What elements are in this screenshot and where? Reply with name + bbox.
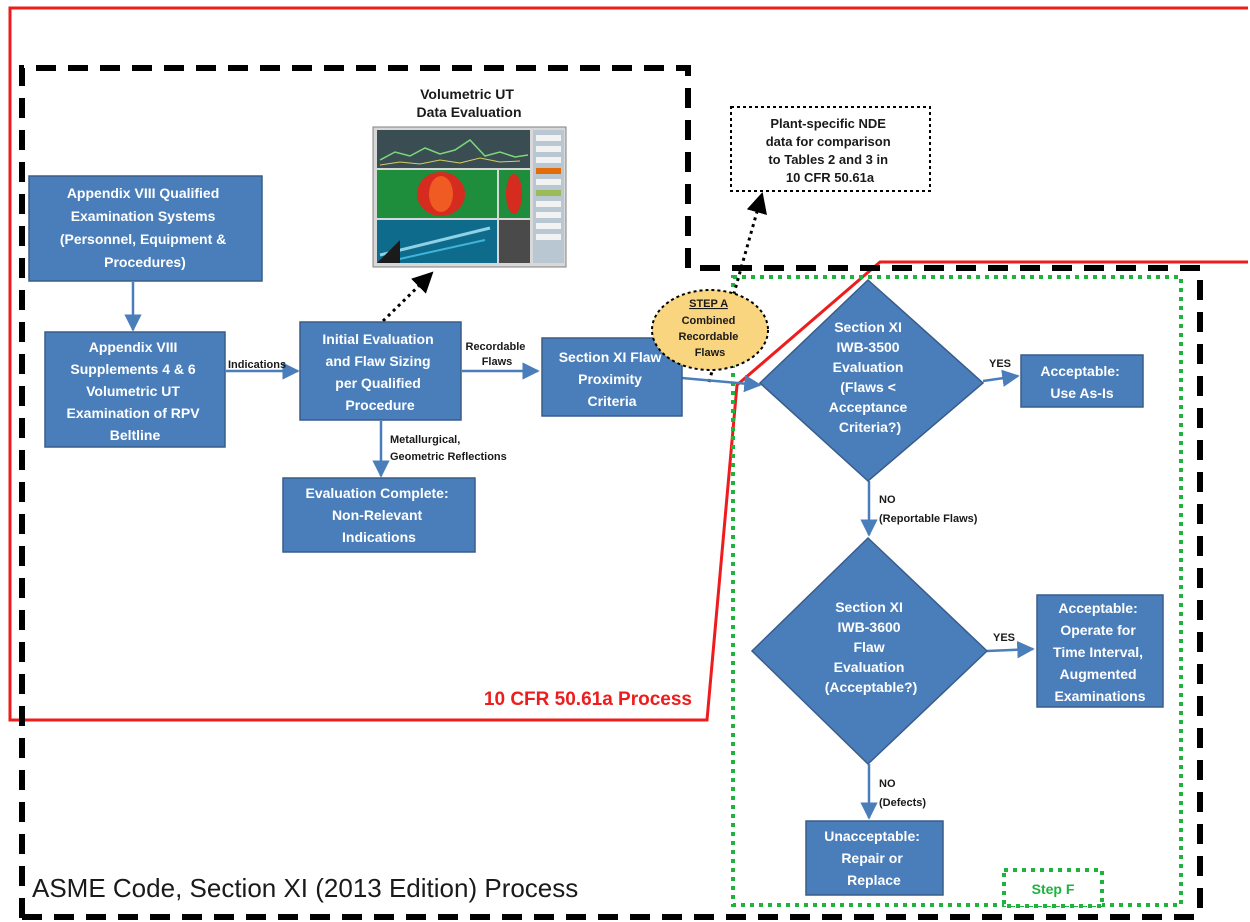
label-yes-2: YES <box>993 632 1015 644</box>
label-yes-1: YES <box>989 358 1011 370</box>
svg-text:Section XI IWB-3600: Section XI IWB-3600 Flaw Evaluation (Acc… <box>825 599 918 695</box>
box-initial-evaluation: Initial Evaluation and Flaw Sizing per Q… <box>299 321 462 421</box>
svg-text:Section XI IWB-3500: Section XI IWB-3500 Evaluation (Flaws < … <box>829 319 911 435</box>
box-acceptable-operate: Acceptable: Operate for Time Interval, A… <box>1036 594 1164 708</box>
nde-note-text: Plant-specific NDE data for comparison t… <box>766 116 895 185</box>
svg-text:Section XI Flaw Proximit: Section XI Flaw Proximity Criteria <box>559 349 666 409</box>
label-indications: Indications <box>228 359 286 371</box>
ut-data-image <box>372 126 567 268</box>
svg-text:Unacceptable: Repair or: Unacceptable: Repair or Replace <box>824 828 924 888</box>
label-recordable-flaws: Recordable Flaws <box>466 341 529 368</box>
cfr-process-boundary <box>8 6 1248 722</box>
diamond-iwb-3600: Section XI IWB-3600 Flaw Evaluation (Acc… <box>750 536 989 766</box>
box-proximity-criteria: Section XI Flaw Proximity Criteria <box>541 337 683 417</box>
step-a-ellipse: STEP A Combined Recordable Flaws <box>651 289 769 371</box>
arrow-proximity-to-iwb3500 <box>681 374 762 393</box>
svg-text:STEP A Combined R: STEP A Combined Recordable Flaws <box>679 298 742 359</box>
label-metallurgical: Metallurgical, Geometric Reflections <box>390 434 507 463</box>
cfr-process-label: 10 CFR 50.61a Process <box>484 689 692 710</box>
asme-process-label: ASME Code, Section XI (2013 Edition) Pro… <box>32 873 578 903</box>
step-f-label-box <box>1002 868 1104 908</box>
box-appendix-viii-supplements: Appendix VIII Supplements 4 & 6 Volumetr… <box>44 331 226 448</box>
svg-text:Initial Evaluation and F: Initial Evaluation and Flaw Sizing per Q… <box>322 331 437 413</box>
diamond-iwb-3500: Section XI IWB-3500 Evaluation (Flaws < … <box>758 278 985 482</box>
asme-process-boundary <box>19 65 1203 918</box>
flow-arrows <box>124 282 1035 820</box>
svg-text:Appendix VIII Qualified: Appendix VIII Qualified Examination Syst… <box>60 185 230 270</box>
dotted-arrow-to-ut-image <box>381 271 434 323</box>
box-acceptable-use-as-is: Acceptable: Use As-Is <box>1020 354 1144 408</box>
nde-note-box <box>730 106 931 192</box>
box-evaluation-complete: Evaluation Complete: Non-Relevant Indica… <box>282 477 476 553</box>
arrow-iwb3500-to-use-as-is <box>982 369 1020 387</box>
svg-text:Acceptable: Use As-Is: Acceptable: Use As-Is <box>1040 363 1123 401</box>
dotted-arrow-to-nde-note <box>707 191 767 383</box>
box-unacceptable: Unacceptable: Repair or Replace <box>805 820 944 896</box>
svg-text:Evaluation Complete: Non: Evaluation Complete: Non-Relevant Indica… <box>305 485 452 545</box>
label-no-2: NO (Defects) <box>879 778 926 809</box>
ut-image-title: Volumetric UT Data Evaluation <box>416 86 521 120</box>
svg-text:Acceptable: Operate for: Acceptable: Operate for Time Interval, A… <box>1053 600 1147 704</box>
arrow-iwb3600-to-operate <box>986 640 1035 659</box>
label-no-1: NO (Reportable Flaws) <box>879 494 978 525</box>
svg-text:Appendix VIII Supplement: Appendix VIII Supplements 4 & 6 Volumetr… <box>67 339 204 443</box>
box-appendix-viii-systems: Appendix VIII Qualified Examination Syst… <box>28 175 263 282</box>
step-f-label: Step F <box>1032 881 1075 897</box>
step-f-boundary <box>731 275 1183 907</box>
